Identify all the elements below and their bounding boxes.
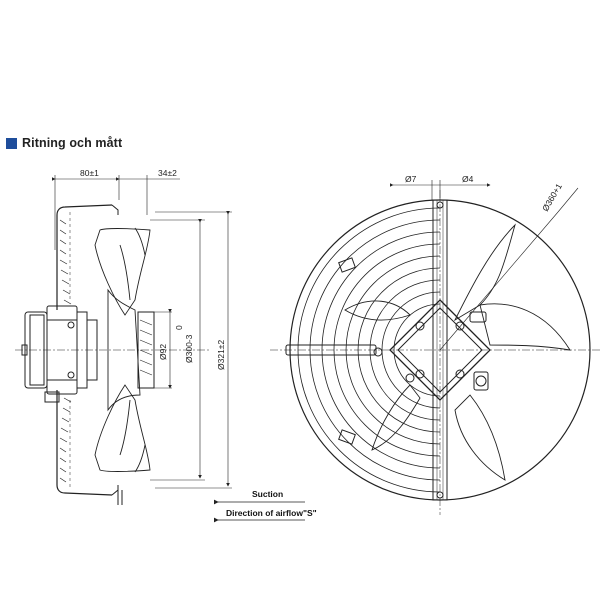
dim-hole-right-label: Ø4: [462, 174, 474, 184]
airflow-label: Direction of airflow"S": [226, 508, 317, 518]
side-guard: [56, 204, 123, 505]
horizontal-bar: [270, 190, 600, 515]
dim-bolt-circle-label: Ø360+1: [540, 181, 564, 213]
page-title: Ritning och mått: [22, 136, 123, 150]
motor-plate: [373, 299, 491, 401]
suction-label: Suction: [252, 489, 283, 499]
dim-hole-left-label: Ø7: [405, 174, 417, 184]
blade-profile: [94, 227, 151, 473]
vertical-dimensions: [15, 211, 232, 489]
top-dimensions: [52, 175, 180, 250]
dim-outer-label: Ø321±2: [216, 340, 226, 370]
dim-inner-label: Ø300-3: [184, 334, 194, 363]
dim-width-label: 80±1: [80, 168, 99, 178]
airflow-arrows: [214, 499, 305, 523]
header-marker: [6, 137, 17, 149]
dim-hub-label: Ø92: [158, 344, 168, 360]
fan-blades: [344, 223, 571, 481]
section-header: Ritning och mått: [6, 136, 122, 150]
dim-inner-tol-label: 0: [174, 325, 184, 330]
dim-offset-label: 34±2: [158, 168, 177, 178]
motor-housing: [21, 305, 98, 403]
side-view: [15, 175, 305, 523]
front-view: [270, 180, 600, 515]
